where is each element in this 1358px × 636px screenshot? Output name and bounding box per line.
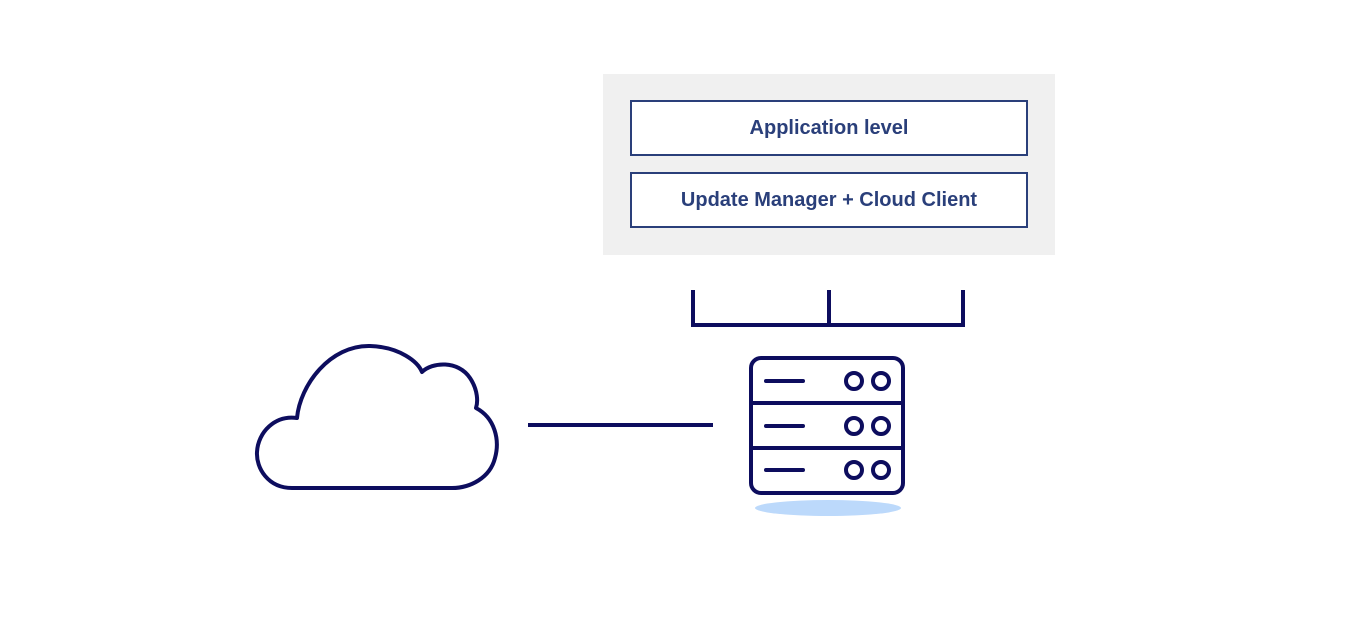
bracket-connector: [691, 290, 965, 327]
server-unit-1: [764, 371, 891, 391]
server-unit-3: [764, 460, 891, 480]
server-unit-2: [764, 416, 891, 436]
application-level-label: Application level: [749, 116, 909, 139]
software-stack-panel: Application level Update Manager + Cloud…: [603, 74, 1055, 255]
server-shadow: [755, 500, 901, 516]
cloud-icon: [254, 343, 499, 490]
server-icon: [749, 356, 905, 495]
update-manager-label: Update Manager + Cloud Client: [680, 188, 978, 211]
application-level-box: Application level: [630, 100, 1028, 156]
update-manager-box: Update Manager + Cloud Client: [630, 172, 1028, 228]
